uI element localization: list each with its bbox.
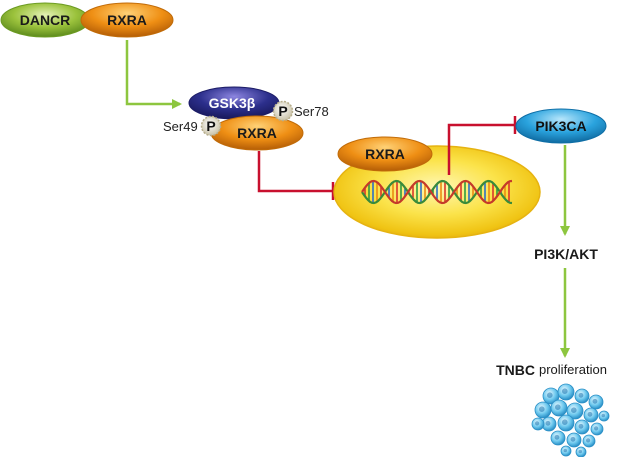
cell-nucleus [563,448,567,453]
cell-nucleus [578,449,582,454]
rxra-top-node [80,2,174,38]
phospho-p-ser49-label: P [206,118,215,134]
cell-cluster-icon [531,383,610,457]
cell-nucleus [562,388,568,395]
cell-nucleus [586,438,591,443]
dna-helix-icon [361,179,513,205]
phospho-p-ser78-label: P [278,103,287,119]
rxra-nuclear-node [337,136,433,172]
cell-nucleus [571,407,577,414]
cell-nucleus [578,423,584,429]
cell-nucleus [587,411,593,417]
inhibition-line-dna-to-pik3ca [447,123,515,175]
cell-nucleus [592,398,598,404]
gsk3b-label: GSK3β [209,95,256,111]
cell-nucleus [554,434,560,440]
cell-nucleus [562,419,568,426]
tnbc-label: TNBC [496,362,535,378]
phospho-site-ser49 [200,115,222,137]
phospho-site-ser78 [272,100,294,122]
cell-nucleus [545,420,551,426]
dna-strand-a [361,179,513,205]
pik3ca-node [515,108,607,144]
cell-nucleus [539,406,545,413]
inhibition-line-complex-to-nucleus [257,151,333,193]
cell-nucleus [594,426,599,431]
dancr-label: DANCR [20,12,71,28]
activation-arrow-rxra-to-gsk3b [125,40,182,109]
cell-nucleus [547,392,553,399]
rxra-nuclear-label: RXRA [365,146,405,162]
ser78-label: Ser78 [294,104,329,119]
dna-strand-b [361,179,513,205]
proliferation-label: proliferation [539,362,607,377]
rxra-complex-label: RXRA [237,125,277,141]
cell-nucleus [570,436,576,442]
rxra-top-label: RXRA [107,12,147,28]
cell-nucleus [555,404,561,411]
pik3ca-label: PIK3CA [535,118,586,134]
cell-nucleus [535,421,540,426]
cell-nucleus [601,413,605,418]
pi3k-akt-label: PI3K/AKT [534,246,598,262]
ser49-label: Ser49 [163,119,198,134]
cell-nucleus [578,392,584,398]
